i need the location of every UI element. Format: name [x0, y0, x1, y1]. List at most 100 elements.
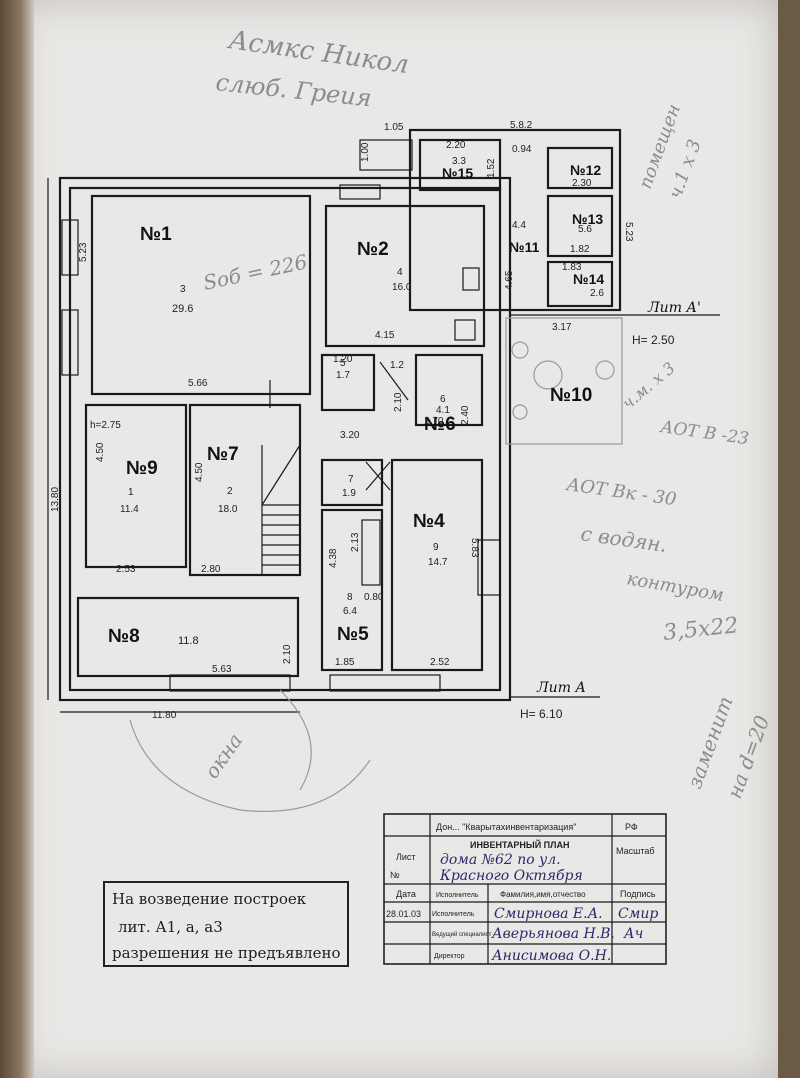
dim-label: 5.83 — [469, 538, 480, 558]
lit-a-top: Лит А' — [647, 300, 701, 316]
room-5-num: 8 — [347, 592, 353, 603]
tb-scale: Масштаб — [616, 846, 655, 856]
tb-role1: Исполнитель — [432, 911, 475, 918]
pencil-note: 3,5х22 — [662, 613, 740, 646]
pencil-note: окна — [199, 729, 247, 783]
tb-sheet: Лист — [396, 852, 416, 862]
tb-name3: Анисимова О.Н. — [491, 948, 611, 964]
room-3-num: 5 — [340, 358, 346, 369]
dim-label: H= 2.50 — [632, 333, 675, 347]
dim-label: 2.40 — [460, 405, 471, 425]
room-9-area: 11.4 — [120, 504, 139, 515]
room-8-label: №8 — [108, 626, 140, 647]
pencil-note: ч.м. х 3 — [618, 358, 678, 413]
tb-plan-title: ИНВЕНТАРНЫЙ ПЛАН — [470, 839, 569, 850]
tb-role2: Ведущий специалист — [432, 931, 492, 938]
tb-num: № — [390, 870, 400, 880]
dim-label: 3.20 — [340, 430, 360, 441]
tb-sign2: Ач — [623, 926, 643, 942]
pencil-note: на d=20 — [722, 712, 774, 802]
pencil-note: с водян. — [579, 521, 668, 557]
room-areas: 3 29.6 4 16.0 9 14.7 8 6.4 6 4.1 2 18.0 … — [120, 156, 604, 647]
pencil-note: АОТ В -23 — [658, 417, 750, 449]
dim-label: 2.53 — [116, 564, 136, 575]
room-4-label: №4 — [413, 511, 445, 532]
tb-org: Дон... "Кварытахинвентаризация" — [436, 822, 576, 832]
dim-label: 4.65 — [504, 270, 515, 290]
dim-label: 2.52 — [430, 657, 450, 668]
dim-label: 1.2 — [390, 360, 404, 371]
room-2-num: 4 — [397, 267, 403, 278]
dim-label: 2.10 — [393, 392, 404, 412]
dim-label: 4.15 — [375, 330, 395, 341]
room-7-num: 2 — [227, 486, 233, 497]
stamp-line2: лит. А1, а, а3 — [118, 918, 223, 936]
room-6-area: 4.1 — [436, 405, 450, 416]
binder-edge — [0, 0, 34, 1078]
tb-col-role: Исполнитель — [436, 892, 479, 899]
room-2-label: №2 — [357, 239, 389, 260]
room-11-area: 4.4 — [512, 220, 526, 231]
stamp-line1: На возведение построек — [112, 890, 307, 908]
room-10-label: №10 — [550, 385, 592, 406]
room-3-area: 1.7 — [336, 370, 350, 381]
room-15-area: 3.3 — [452, 156, 466, 167]
room-15-label: №15 — [442, 165, 473, 181]
dim-label: h=2.75 — [90, 420, 121, 431]
tb-role3: Директор — [434, 953, 465, 960]
tb-col-name: Фамилия,имя,отчество — [500, 890, 586, 899]
dim-label: 4.50 — [194, 462, 205, 482]
approval-stamp: На возведение построек лит. А1, а, а3 ра… — [103, 881, 349, 967]
room-11-label: №11 — [509, 239, 540, 255]
dim-label: 11.80 — [152, 710, 177, 721]
room-6-label: №6 — [424, 414, 456, 435]
dimension-labels: 5.66 5.23 4.15 1.20 1.2 2.10 1.70 3.20 h… — [50, 120, 675, 721]
tb-hand2: Красного Октября — [439, 868, 583, 884]
lit-a-bottom: Лит А — [536, 680, 586, 696]
dim-label: 1.85 — [335, 657, 355, 668]
dim-label: H= 6.10 — [520, 707, 563, 721]
dim-label: 4.50 — [95, 442, 106, 462]
room-14-label: №14 — [573, 271, 604, 287]
room-small7-area: 1.9 — [342, 488, 356, 499]
dim-label: 3.17 — [552, 322, 572, 333]
room-2-area: 16.0 — [392, 282, 412, 293]
pencil-note: АОТ Вк - 30 — [563, 474, 677, 510]
room-1-area: 29.6 — [172, 303, 193, 315]
room-12-label: №12 — [570, 162, 601, 178]
stamp-line3: разрешения не предъявлено — [112, 944, 341, 962]
dim-label: 5.23 — [78, 242, 89, 262]
dim-label: 0.80 — [364, 592, 384, 603]
room-1-label: №1 — [140, 224, 172, 245]
pencil-note: контуром — [625, 568, 725, 606]
dim-label: 2.20 — [446, 140, 466, 151]
dim-label: 2.80 — [201, 564, 221, 575]
dim-label: 5.8.2 — [510, 120, 533, 131]
room-4-area: 14.7 — [428, 557, 448, 568]
dim-label: 1.52 — [486, 158, 497, 178]
dim-label: 1.83 — [562, 262, 582, 273]
room-8-area: 11.8 — [178, 635, 199, 647]
dim-label: 2.10 — [282, 644, 293, 664]
tb-hand1: дома №62 по ул. — [440, 852, 561, 868]
room-4-num: 9 — [433, 542, 439, 553]
tb-col-sign: Подпись — [620, 889, 656, 899]
room-1-num: 3 — [180, 284, 186, 295]
room-5-label: №5 — [337, 624, 369, 645]
paper-sheet — [14, 0, 778, 1078]
dim-label: 5.63 — [212, 664, 232, 675]
dim-label: 0.94 — [512, 144, 532, 155]
pencil-note-top2: слюб. Греия — [214, 68, 373, 112]
tb-date: 28.01.03 — [386, 909, 421, 919]
room-9-num: 1 — [128, 487, 134, 498]
dim-label: 1.20 — [333, 354, 353, 365]
title-block: Дон... "Кварытахинвентаризация" РФ Лист … — [383, 813, 667, 965]
dim-label: 2.13 — [350, 532, 361, 552]
room-5-area: 6.4 — [343, 606, 357, 617]
dim-label: 5.23 — [623, 222, 634, 242]
room-13-area: 5.6 — [578, 224, 592, 235]
tb-country: РФ — [625, 822, 638, 832]
room-7-label: №7 — [207, 444, 239, 465]
dim-label: 5.66 — [188, 378, 208, 389]
dim-label: 1.82 — [570, 244, 590, 255]
